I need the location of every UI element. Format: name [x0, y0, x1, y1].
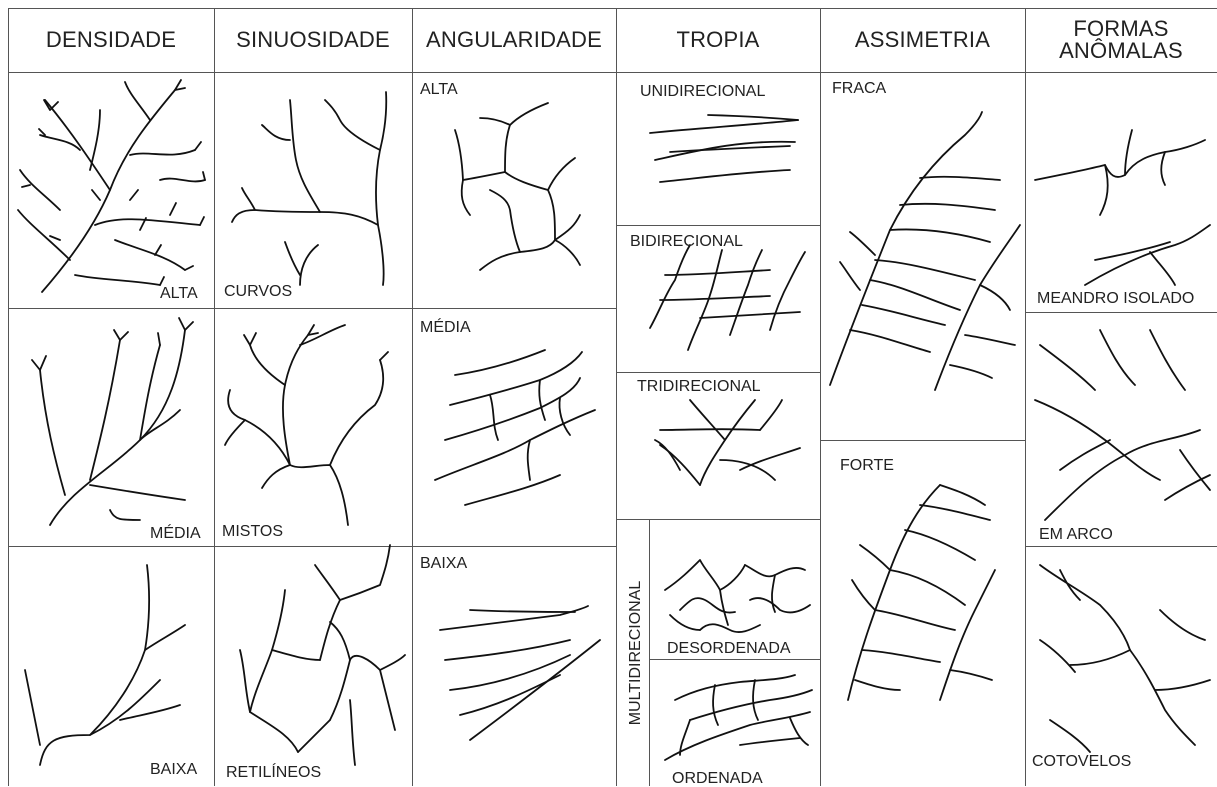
label-angularidade-baixa: BAIXA — [420, 556, 467, 572]
label-meandro-isolado: MEANDRO ISOLADO — [1037, 291, 1194, 307]
label-tropia-unidirecional: UNIDIRECIONAL — [640, 84, 765, 100]
label-tropia-tridirecional: TRIDIRECIONAL — [637, 379, 761, 395]
sketch-sinuosidade-mistos — [225, 325, 388, 525]
sketch-sinuosidade-curvos — [232, 92, 386, 285]
label-densidade-alta: ALTA — [160, 286, 198, 302]
sketch-assimetria-forte — [848, 485, 995, 700]
label-tropia-desordenada: DESORDENADA — [667, 641, 791, 657]
label-sinuosidade-retilineos: RETILÍNEOS — [226, 765, 321, 781]
label-densidade-media: MÉDIA — [150, 526, 201, 542]
label-tropia-multidirecional-text: MULTIDIRECIONAL — [627, 581, 645, 726]
sketch-tropia-unidirecional — [650, 115, 798, 182]
label-angularidade-media: MÉDIA — [420, 320, 471, 336]
sketch-densidade-media — [32, 318, 193, 525]
sketch-densidade-alta — [18, 80, 205, 292]
sketch-angularidade-baixa — [440, 606, 600, 740]
sketch-tropia-bidirecional — [650, 245, 805, 350]
sketch-angularidade-alta — [455, 103, 580, 270]
sketch-multidirecional-ordenada — [665, 675, 812, 760]
label-sinuosidade-mistos: MISTOS — [222, 524, 283, 540]
label-angularidade-alta: ALTA — [420, 82, 458, 98]
sketch-densidade-baixa — [25, 565, 185, 765]
sketch-multidirecional-desordenada — [665, 560, 810, 632]
label-tropia-multidirecional: MULTIDIRECIONAL — [624, 520, 648, 786]
label-assimetria-fraca: FRACA — [832, 81, 886, 97]
sketch-assimetria-fraca — [830, 112, 1020, 390]
label-em-arco: EM ARCO — [1039, 527, 1113, 543]
label-cotovelos: COTOVELOS — [1032, 754, 1131, 770]
sketch-tropia-tridirecional — [655, 400, 800, 485]
sketch-cotovelos — [1040, 565, 1210, 752]
label-densidade-baixa: BAIXA — [150, 762, 197, 778]
sketch-meandro-isolado — [1035, 130, 1210, 285]
sketch-sinuosidade-retilineos — [240, 545, 405, 765]
label-tropia-bidirecional: BIDIRECIONAL — [630, 234, 743, 250]
label-sinuosidade-curvos: CURVOS — [224, 284, 292, 300]
label-assimetria-forte: FORTE — [840, 458, 894, 474]
sketch-em-arco — [1035, 330, 1210, 520]
sketch-angularidade-media — [435, 350, 595, 505]
label-tropia-ordenada: ORDENADA — [672, 771, 763, 787]
